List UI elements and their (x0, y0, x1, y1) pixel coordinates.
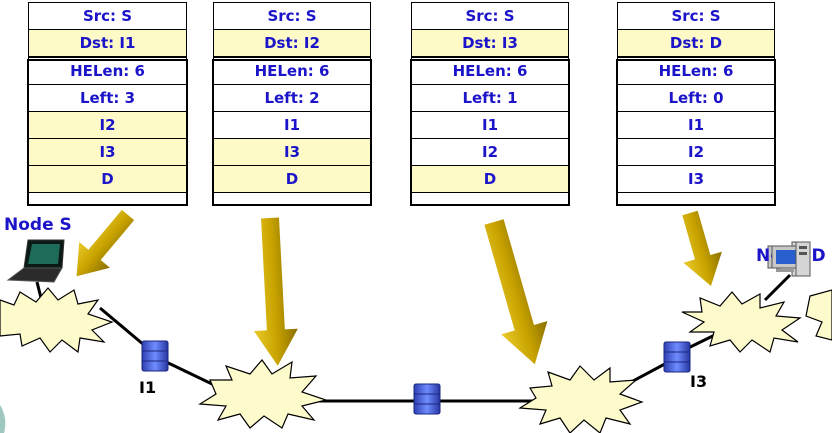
node-d-label: Node D (756, 246, 826, 266)
hop-cell: D (213, 165, 371, 193)
hop-cell: I2 (617, 138, 775, 166)
slide-edge-decoration (0, 405, 6, 433)
hop-cell: I1 (411, 111, 569, 139)
node-s-label: Node S (4, 215, 72, 235)
hop-cell: I1 (617, 111, 775, 139)
hop-cell: I2 (28, 111, 187, 139)
cloud-5-edge (805, 289, 832, 341)
left-cell: Left: 3 (28, 84, 187, 112)
router-i3-label: I3 (690, 372, 708, 391)
hop-cell: D (28, 165, 187, 193)
cloud-4 (681, 291, 802, 353)
cloud-3 (518, 365, 644, 433)
arrow-1 (76, 209, 135, 277)
src-cell: Src: S (28, 2, 187, 30)
src-cell: Src: S (213, 2, 371, 30)
hop-cell: I3 (28, 138, 187, 166)
hop-cell: I2 (411, 138, 569, 166)
src-cell: Src: S (617, 2, 775, 30)
arrow-4 (682, 210, 722, 287)
hop-cell: I3 (617, 165, 775, 193)
router-i2-icon (413, 383, 441, 415)
dst-cell: Dst: I3 (411, 29, 569, 58)
router-i1-label: I1 (139, 378, 157, 397)
left-cell: Left: 1 (411, 84, 569, 112)
cloud-2 (198, 359, 329, 429)
left-cell: Left: 2 (213, 84, 371, 112)
dst-cell: Dst: I1 (28, 29, 187, 58)
dst-cell: Dst: D (617, 29, 775, 58)
router-i1-icon (141, 340, 169, 372)
laptop-icon (6, 239, 65, 283)
arrow-2 (253, 217, 298, 366)
hop-cell: D (411, 165, 569, 193)
dst-cell: Dst: I2 (213, 29, 371, 58)
link-cloud4-d (763, 273, 792, 302)
router-i3-icon (663, 341, 691, 373)
src-cell: Src: S (411, 2, 569, 30)
left-cell: Left: 0 (617, 84, 775, 112)
cloud-1 (0, 287, 114, 354)
arrow-3 (484, 219, 548, 365)
